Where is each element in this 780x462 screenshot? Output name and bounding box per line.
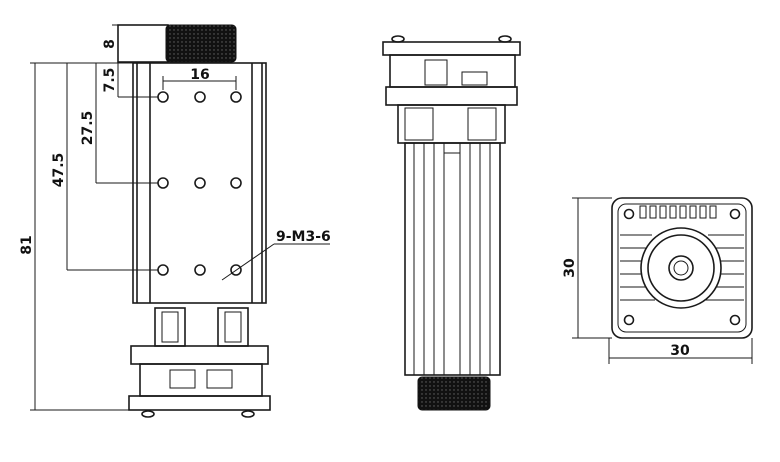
dim-third-row: 47.5 bbox=[51, 153, 67, 188]
fan-hub-ring bbox=[640, 227, 722, 309]
side-view-middle bbox=[382, 35, 521, 411]
dim-hole-spacing: 16 bbox=[190, 67, 209, 83]
end-view: 30 30 bbox=[562, 197, 753, 364]
dim-end-width: 30 bbox=[670, 343, 690, 359]
side-view-left: 8 7.5 27.5 47.5 81 16 9-M3-6 bbox=[19, 24, 331, 418]
knurled-knob-bottom bbox=[417, 376, 491, 411]
top-plate bbox=[382, 41, 521, 56]
knob-collar bbox=[117, 24, 169, 63]
lens-aperture bbox=[668, 255, 694, 281]
dim-knob-height: 8 bbox=[102, 39, 118, 49]
mounting-holes bbox=[157, 91, 242, 276]
dim-end-height: 30 bbox=[562, 258, 578, 278]
knurled-knob bbox=[165, 24, 237, 63]
dim-second-row: 27.5 bbox=[80, 111, 96, 146]
fan-plate bbox=[130, 345, 269, 365]
heat-sink bbox=[404, 142, 501, 376]
fan bbox=[139, 363, 263, 397]
fan-housing bbox=[389, 54, 516, 88]
clamp-left bbox=[154, 307, 186, 347]
heat-sink-fins bbox=[413, 142, 491, 375]
dim-total-length: 81 bbox=[19, 235, 35, 254]
end-dimension-lines bbox=[572, 197, 753, 364]
end-face bbox=[611, 197, 753, 339]
dimension-lines bbox=[30, 24, 330, 411]
thread-callout: 9-M3-6 bbox=[276, 229, 331, 245]
mid-band bbox=[385, 86, 518, 106]
base-plate bbox=[128, 395, 271, 411]
dim-first-row: 7.5 bbox=[102, 68, 118, 93]
clamp-right bbox=[217, 307, 249, 347]
